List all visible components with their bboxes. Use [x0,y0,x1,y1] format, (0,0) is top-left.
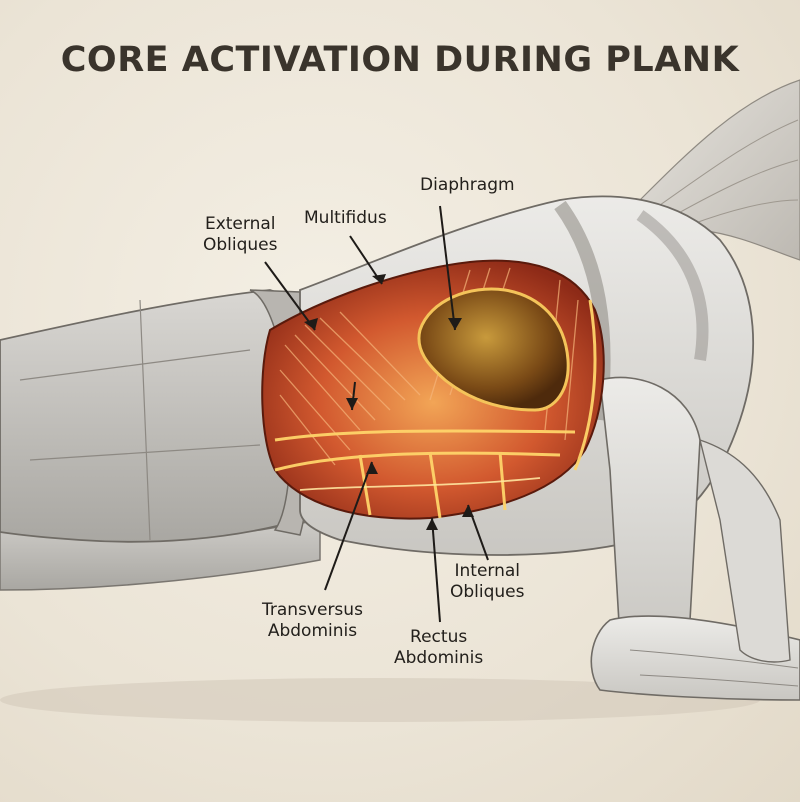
label-line: Rectus [394,627,483,648]
label-line: External [203,214,278,235]
label-line: Transversus [262,600,363,621]
label-line: Abdominis [262,621,363,642]
diagram-title: CORE ACTIVATION DURING PLANK [0,40,800,80]
label-rectus-abdominis: Rectus Abdominis [394,627,483,669]
label-line: Obliques [203,235,278,256]
label-internal-obliques: Internal Obliques [450,561,525,603]
label-line: Diaphragm [420,175,515,196]
label-external-obliques: External Obliques [203,214,278,256]
label-line: Multifidus [304,208,387,229]
label-line: Abdominis [394,648,483,669]
label-transversus-abdominis: Transversus Abdominis [262,600,363,642]
label-line: Obliques [450,582,525,603]
label-diaphragm: Diaphragm [420,175,515,196]
label-multifidus: Multifidus [304,208,387,229]
upper-arm [600,378,700,644]
label-line: Internal [450,561,525,582]
front-leg [0,290,300,542]
